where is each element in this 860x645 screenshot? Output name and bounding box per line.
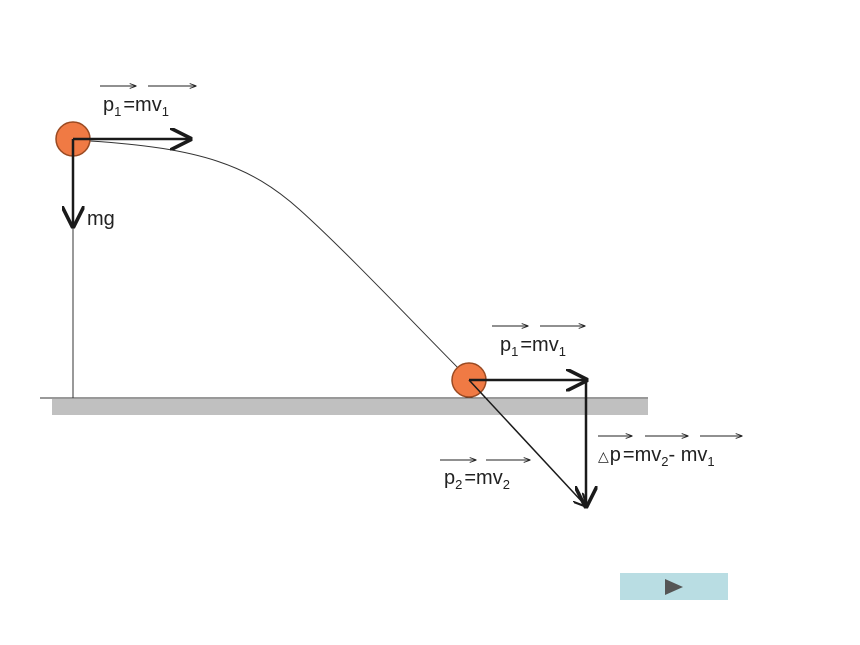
- p2-arrow: [468, 379, 586, 506]
- svg-text:△p=mv2- mv1: △p=mv2- mv1: [598, 444, 715, 469]
- label-delta-p: △p=mv2- mv1: [598, 436, 742, 469]
- play-triangle-icon: [665, 578, 683, 595]
- label-p1-bottom: p1=mv1: [492, 326, 585, 359]
- play-button[interactable]: [620, 573, 728, 600]
- svg-text:p2=mv2: p2=mv2: [444, 467, 510, 492]
- label-p1-top: p1=mv1: [100, 86, 196, 119]
- trajectory-curve: [89, 140, 471, 381]
- svg-text:p1=mv1: p1=mv1: [500, 334, 566, 359]
- ground: [52, 399, 648, 415]
- label-mg: mg: [87, 208, 115, 230]
- svg-text:p1=mv1: p1=mv1: [103, 94, 169, 119]
- label-p2: p2=mv2: [440, 460, 530, 492]
